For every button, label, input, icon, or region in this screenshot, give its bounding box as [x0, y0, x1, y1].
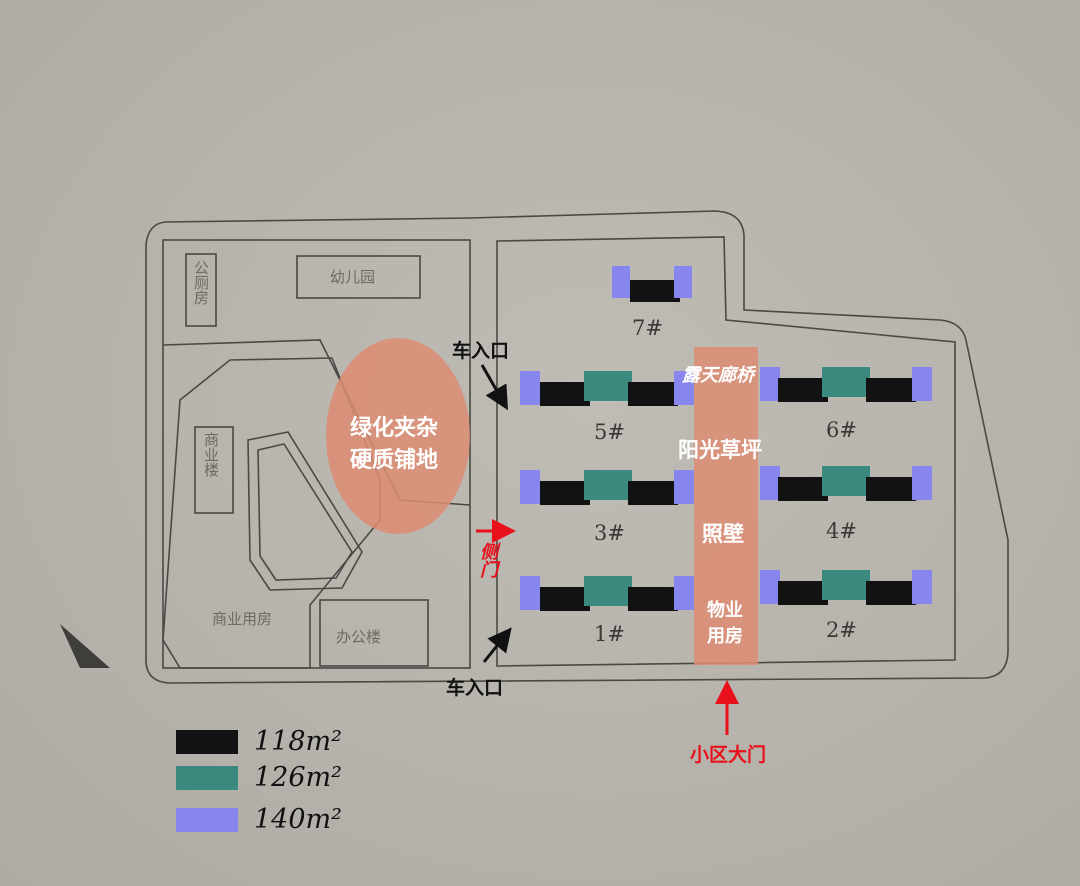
legend-swatch-140 [176, 807, 238, 832]
building-2 [760, 570, 932, 605]
label-side-gate: 侧门 [477, 542, 498, 578]
building-6 [760, 367, 932, 402]
inner-plaza-inner [257, 443, 353, 581]
car-entrance-bottom-arrow [482, 627, 512, 663]
label-commercial-housing: 商业用房 [212, 610, 273, 628]
label-property-line2: 用房 [707, 626, 743, 647]
label-kindergarten: 幼儿园 [330, 268, 376, 286]
right-parcel [496, 236, 956, 667]
label-bridge: 露天廊桥 [682, 365, 754, 386]
label-property-line1: 物业 [707, 600, 743, 621]
building-4 [760, 466, 932, 501]
car-entrance-top-arrow [480, 364, 508, 411]
kindergarten-outline [296, 255, 421, 299]
label-car-entrance-bottom: 车入口 [446, 677, 504, 699]
inner-plaza [247, 431, 363, 591]
legend-item-118: 118m² [176, 726, 342, 757]
legend-item-126: 126m² [176, 762, 342, 793]
label-office-building: 办公楼 [336, 628, 382, 646]
label-green-mix-line1: 绿化夹杂 [350, 416, 439, 441]
building-number-7: 7# [632, 316, 663, 340]
building-3 [520, 470, 694, 505]
building-number-5: 5# [594, 420, 625, 444]
public-toilet-outline [185, 253, 217, 327]
label-green-mix-line2: 硬质铺地 [350, 448, 439, 473]
building-number-6: 6# [826, 418, 857, 442]
legend-label-126: 126m² [254, 762, 342, 793]
north-arrow-icon [60, 624, 110, 668]
legend-swatch-126 [176, 765, 238, 790]
label-lawn: 阳光草坪 [678, 438, 762, 462]
label-car-entrance-top: 车入口 [452, 340, 510, 362]
site-boundary [145, 210, 1009, 684]
left-parcel [162, 239, 471, 669]
central-axis-strip [694, 347, 758, 665]
label-commercial-building: 商业楼 [202, 432, 220, 477]
legend-label-140: 140m² [254, 804, 342, 835]
building-7 [612, 266, 692, 302]
building-number-1: 1# [594, 622, 625, 646]
label-screen-wall: 照壁 [702, 522, 744, 546]
commercial-building-outline [194, 426, 234, 514]
office-building-outline [319, 599, 429, 667]
building-1 [520, 576, 694, 611]
legend-label-118: 118m² [254, 726, 342, 757]
label-main-gate: 小区大门 [690, 744, 767, 766]
legend-item-140: 140m² [176, 804, 342, 835]
label-public-toilet: 公厕房 [192, 260, 210, 305]
building-number-2: 2# [826, 618, 857, 642]
legend-swatch-118 [176, 729, 238, 754]
building-5 [520, 371, 694, 406]
building-number-3: 3# [594, 521, 625, 545]
green-mix-area [326, 338, 470, 534]
building-number-4: 4# [826, 519, 857, 543]
